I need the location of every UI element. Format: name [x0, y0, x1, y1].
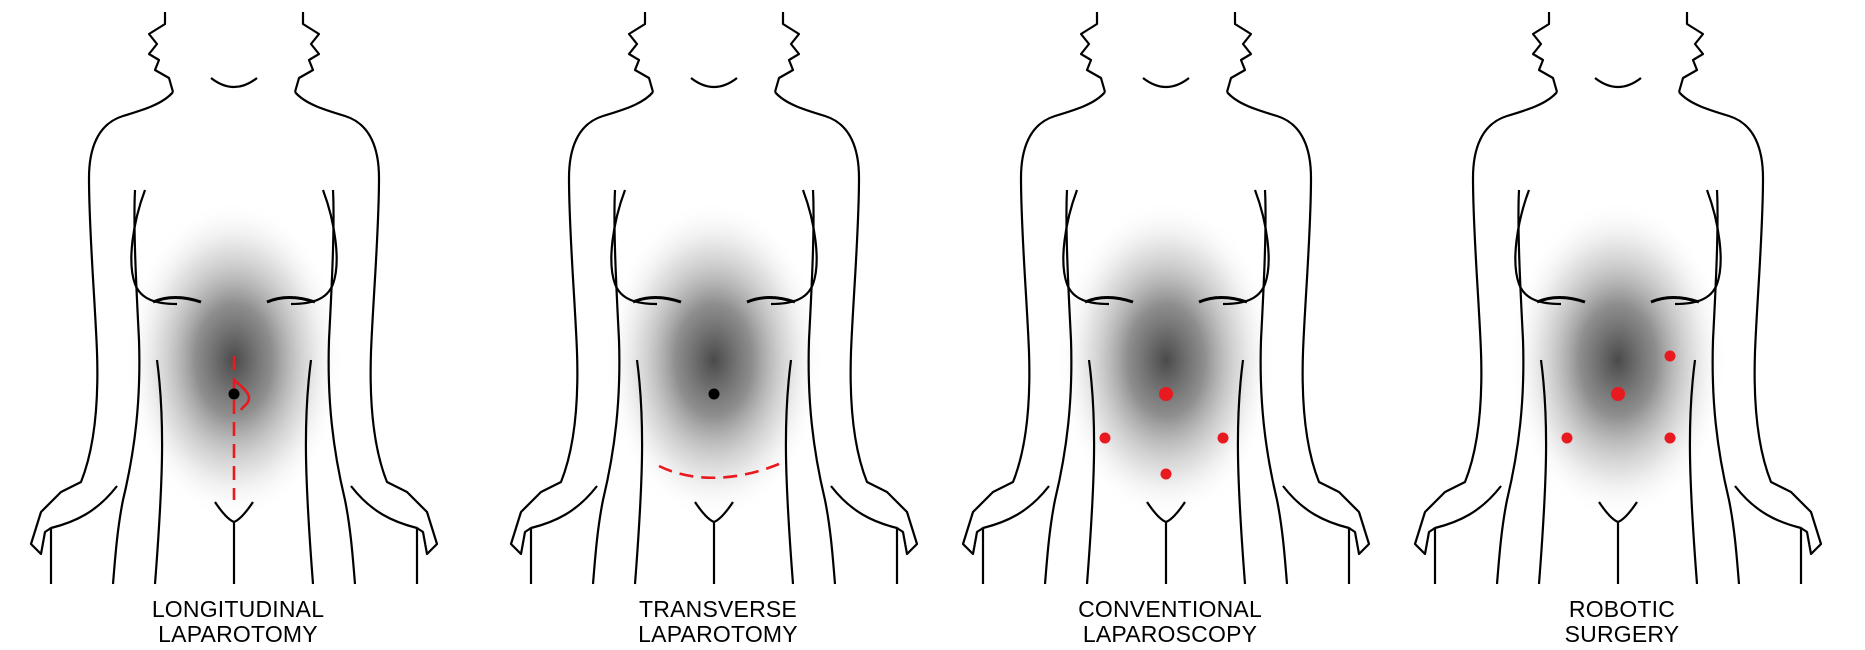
torso-figure-laparoscopy — [937, 0, 1403, 590]
panel-title-line2: SURGERY — [1389, 622, 1855, 647]
panel-title-line1: ROBOTIC — [1389, 597, 1855, 622]
panel-transverse-laparotomy: TRANSVERSE LAPAROTOMY — [485, 0, 951, 650]
panel-title-line1: TRANSVERSE — [485, 597, 951, 622]
panel-title: ROBOTIC SURGERY — [1389, 597, 1855, 647]
port-dot-right — [1218, 433, 1229, 444]
port-dot-lower-right — [1665, 433, 1676, 444]
port-dot-left — [1100, 433, 1111, 444]
panel-longitudinal-laparotomy: LONGITUDINAL LAPAROTOMY — [5, 0, 471, 650]
torso-figure-longitudinal — [5, 0, 471, 590]
panel-conventional-laparoscopy: CONVENTIONAL LAPAROSCOPY — [937, 0, 1403, 650]
navel-marker — [709, 389, 720, 400]
port-dot-suprapubic — [1161, 469, 1172, 480]
panel-title: CONVENTIONAL LAPAROSCOPY — [937, 597, 1403, 647]
panel-title-line1: LONGITUDINAL — [5, 597, 471, 622]
port-dot-upper-right — [1665, 351, 1676, 362]
torso-figure-robotic — [1389, 0, 1855, 590]
port-dot-left — [1562, 433, 1573, 444]
port-dot-umbilical — [1611, 387, 1625, 401]
panel-title-line2: LAPAROSCOPY — [937, 622, 1403, 647]
port-dot-umbilical — [1159, 387, 1173, 401]
torso-figure-transverse — [485, 0, 951, 590]
panel-title-line2: LAPAROTOMY — [5, 622, 471, 647]
panel-title-line2: LAPAROTOMY — [485, 622, 951, 647]
panel-robotic-surgery: ROBOTIC SURGERY — [1389, 0, 1855, 650]
panel-title: TRANSVERSE LAPAROTOMY — [485, 597, 951, 647]
navel-marker — [229, 389, 240, 400]
panel-title: LONGITUDINAL LAPAROTOMY — [5, 597, 471, 647]
panel-title-line1: CONVENTIONAL — [937, 597, 1403, 622]
